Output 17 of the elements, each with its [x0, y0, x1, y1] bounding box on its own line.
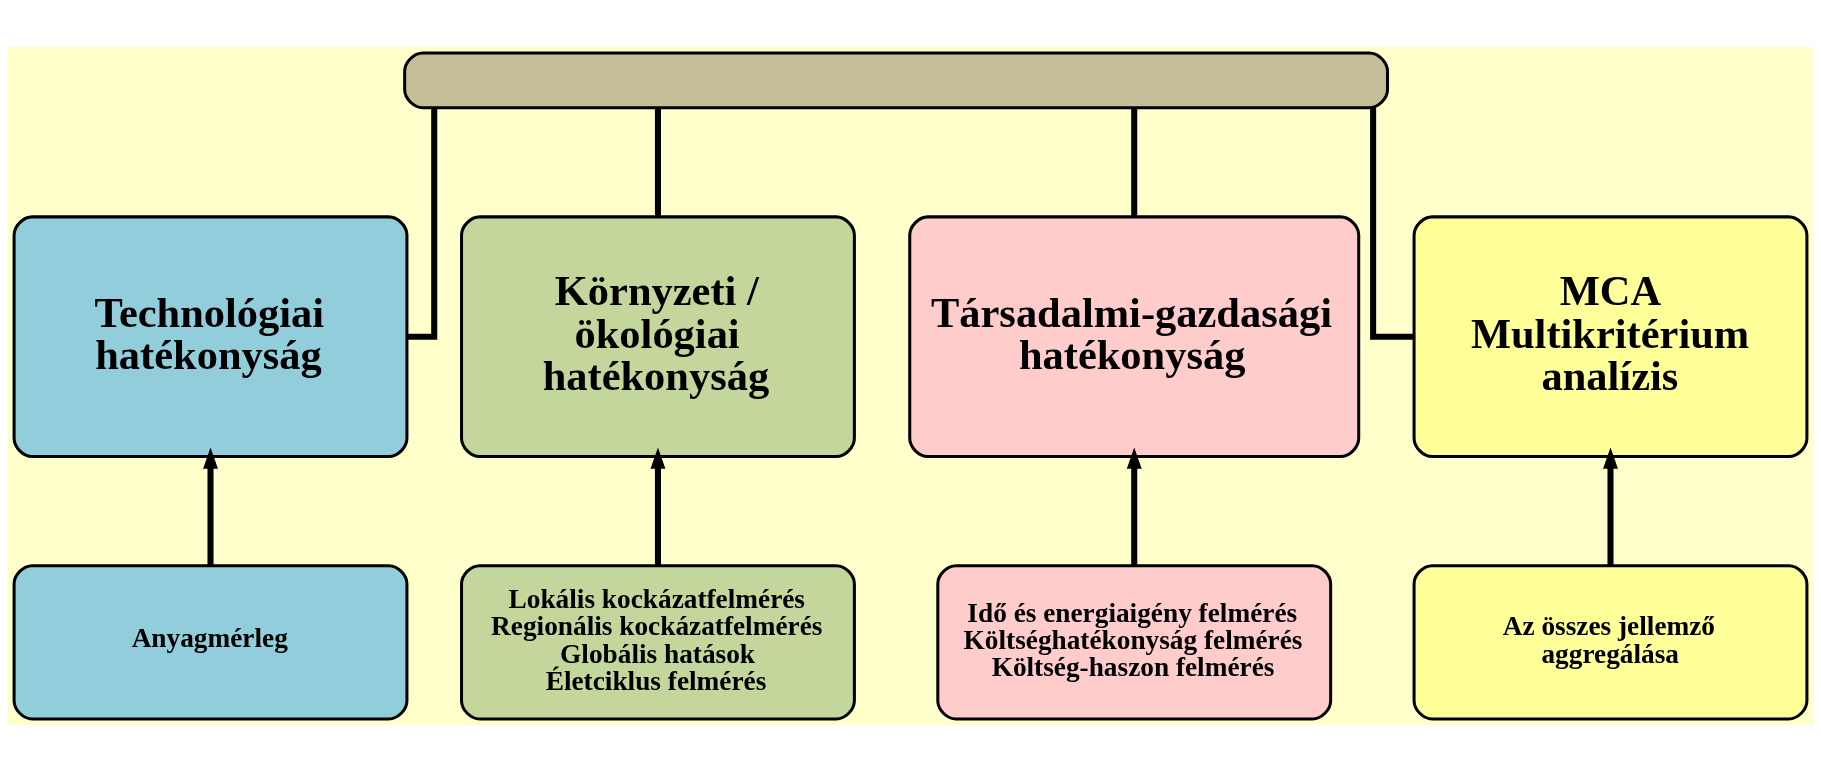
node-box: MCA Multikritérium analízis [1412, 215, 1809, 459]
node-box: Lokális kockázatfelmérés Regionális kockázatfelmérés Globális hatások Életciklus felmérés [460, 564, 856, 721]
node-box: Anyagmérleg [12, 564, 409, 721]
arrow [1126, 447, 1142, 566]
connector [407, 107, 438, 340]
arrow [650, 447, 666, 566]
connector [654, 107, 661, 217]
connector [1131, 107, 1138, 217]
node-box: Technológiai hatékonyság [12, 215, 409, 459]
node-box: Az összes jellemző aggregálása [1412, 564, 1809, 721]
node-box: Idő és energiaigény felmérés Költséghatékonyság felmérés Költség-haszon felmérés [936, 564, 1333, 721]
node-box: Környzeti / ökológiai hatékonyság [460, 215, 856, 459]
arrow [203, 447, 218, 566]
arrow [1603, 447, 1618, 566]
connector [1370, 107, 1414, 340]
node-box [403, 51, 1390, 110]
node-box: Társadalmi-gazdasági hatékonyság [908, 215, 1361, 459]
